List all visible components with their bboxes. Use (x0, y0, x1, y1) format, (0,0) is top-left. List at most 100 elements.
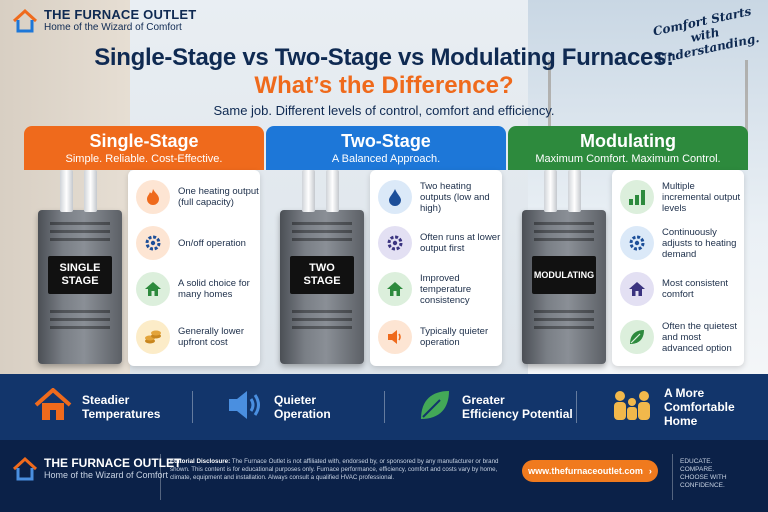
card-header: Two-Stage A Balanced Approach. (266, 126, 506, 170)
benefit-label: Greater (462, 393, 505, 407)
feature-text: Often runs at lower output first (420, 232, 501, 254)
gear-icon (378, 226, 412, 260)
disclosure-text: The Furnace Outlet is not affiliated wit… (170, 458, 499, 481)
benefit-label: Operation (274, 407, 331, 421)
feature-text: On/off operation (178, 237, 246, 249)
vent-slot (292, 326, 352, 329)
divider (160, 454, 161, 500)
feature-item: Improved temperature consistency (378, 272, 502, 306)
gear-icon (136, 226, 170, 260)
benefits-bar: Steadier Temperatures Quieter Operation … (0, 374, 768, 440)
furnace-label-line1: TWO (309, 262, 335, 274)
feature-text: Two heating outputs (low and high) (420, 180, 490, 214)
furnace-label-line1: SINGLE (59, 262, 101, 274)
gear-icon (620, 226, 654, 260)
feature-text: Often the quietest and most advanced opt… (662, 320, 737, 354)
vent-slot (50, 318, 110, 321)
flue-pipe (60, 170, 73, 212)
droplet-icon (378, 180, 412, 214)
feature-list: Multiple incremental output levels Conti… (612, 170, 744, 366)
card-header: Single-Stage Simple. Reliable. Cost-Effe… (24, 126, 264, 170)
vent-slot (50, 230, 110, 233)
motto-line: CHOOSE WITH CONFIDENCE. (680, 474, 727, 489)
furnace-image: MODULATING (522, 170, 606, 364)
chevron-right-icon: › (648, 466, 652, 476)
feature-item: Often the quietest and most advanced opt… (620, 320, 744, 354)
card-modulating: Modulating Maximum Comfort. Maximum Cont… (508, 126, 748, 370)
feature-item: Typically quieter operation (378, 320, 502, 354)
leaf-icon (418, 388, 452, 427)
card-heading: Single-Stage (89, 131, 199, 151)
vent-slot (292, 230, 352, 233)
house-logo-icon (12, 456, 38, 487)
feature-text: Improved temperature consistency (420, 272, 472, 306)
vent-slot (50, 310, 110, 313)
coins-icon (136, 320, 170, 354)
benefit-efficiency-potential: Greater Efficiency Potential (384, 387, 576, 427)
footer-brand-tagline: Home of the Wizard of Comfort (44, 470, 169, 480)
flue-pipe (84, 170, 97, 212)
motto-line: EDUCATE. (680, 458, 713, 465)
benefit-label: A More Comfortable (664, 386, 735, 414)
page-title: Single-Stage vs Two-Stage vs Modulating … (94, 44, 674, 71)
feature-list: One heating output (full capacity) On/of… (128, 170, 260, 366)
house-logo-icon (12, 8, 38, 34)
vent-slot (50, 238, 110, 241)
feature-text: Typically quieter operation (420, 326, 489, 348)
vent-slot (534, 222, 594, 225)
card-subheading: Maximum Comfort. Maximum Control. (535, 153, 721, 165)
feature-text: Multiple incremental output levels (662, 180, 741, 214)
brand-tagline: Home of the Wizard of Comfort (44, 22, 182, 33)
benefit-label: Home (664, 414, 698, 428)
vent-slot (534, 310, 594, 313)
furnace-label: MODULATING (532, 256, 596, 294)
page-title-question: What’s the Difference? (254, 72, 514, 99)
vent-slot (292, 318, 352, 321)
card-two-stage: Two-Stage A Balanced Approach. TWO STAGE (266, 126, 506, 370)
website-url: www.thefurnaceoutlet.com (528, 466, 643, 476)
editorial-disclosure: Editorial Disclosure: The Furnace Outlet… (170, 458, 510, 482)
furnace-image: TWO STAGE (280, 170, 364, 364)
feature-text: Continuously adjusts to heating demand (662, 226, 737, 260)
website-link-button[interactable]: www.thefurnaceoutlet.com › (522, 460, 658, 482)
vent-slot (292, 222, 352, 225)
feature-item: Often runs at lower output first (378, 226, 502, 260)
card-heading: Modulating (580, 131, 676, 151)
disclosure-label: Editorial Disclosure: (170, 458, 231, 465)
feature-item: On/off operation (136, 226, 260, 260)
flame-icon (136, 180, 170, 214)
flue-pipe (568, 170, 581, 212)
vent-slot (534, 238, 594, 241)
house-icon (378, 272, 412, 306)
furnace-label: SINGLE STAGE (48, 256, 112, 294)
feature-text: A solid choice for many homes (178, 278, 250, 300)
speaker-icon (378, 320, 412, 354)
footer-brand-name: THE FURNACE OUTLET (44, 456, 182, 470)
page-subtitle: Same job. Different levels of control, c… (213, 103, 555, 118)
brand-name: THE FURNACE OUTLET (44, 7, 197, 22)
house-icon (136, 272, 170, 306)
feature-text: Generally lower upfront cost (178, 326, 244, 348)
vent-slot (50, 326, 110, 329)
flue-pipe (326, 170, 339, 212)
house-icon (34, 386, 72, 427)
leaf-icon (620, 320, 654, 354)
benefit-comfortable-home: A More Comfortable Home (576, 386, 768, 428)
footer: THE FURNACE OUTLET Home of the Wizard of… (0, 440, 768, 512)
feature-list: Two heating outputs (low and high) Often… (370, 170, 502, 366)
footer-logo[interactable]: THE FURNACE OUTLET Home of the Wizard of… (12, 456, 181, 487)
card-subheading: Simple. Reliable. Cost-Effective. (65, 153, 223, 165)
card-heading: Two-Stage (341, 131, 431, 151)
footer-motto: EDUCATE. COMPARE. CHOOSE WITH CONFIDENCE… (680, 458, 768, 490)
card-single-stage: Single-Stage Simple. Reliable. Cost-Effe… (24, 126, 264, 370)
bar-chart-icon (620, 180, 654, 214)
benefit-steadier-temperatures: Steadier Temperatures (0, 386, 192, 427)
motto-line: COMPARE. (680, 466, 715, 473)
vent-slot (534, 326, 594, 329)
furnace-label: TWO STAGE (290, 256, 354, 294)
feature-item: One heating output (full capacity) (136, 180, 260, 214)
brand-logo[interactable]: THE FURNACE OUTLET Home of the Wizard of… (12, 8, 196, 34)
benefit-label: Efficiency Potential (462, 407, 573, 421)
vent-slot (292, 238, 352, 241)
feature-item: Generally lower upfront cost (136, 320, 260, 354)
